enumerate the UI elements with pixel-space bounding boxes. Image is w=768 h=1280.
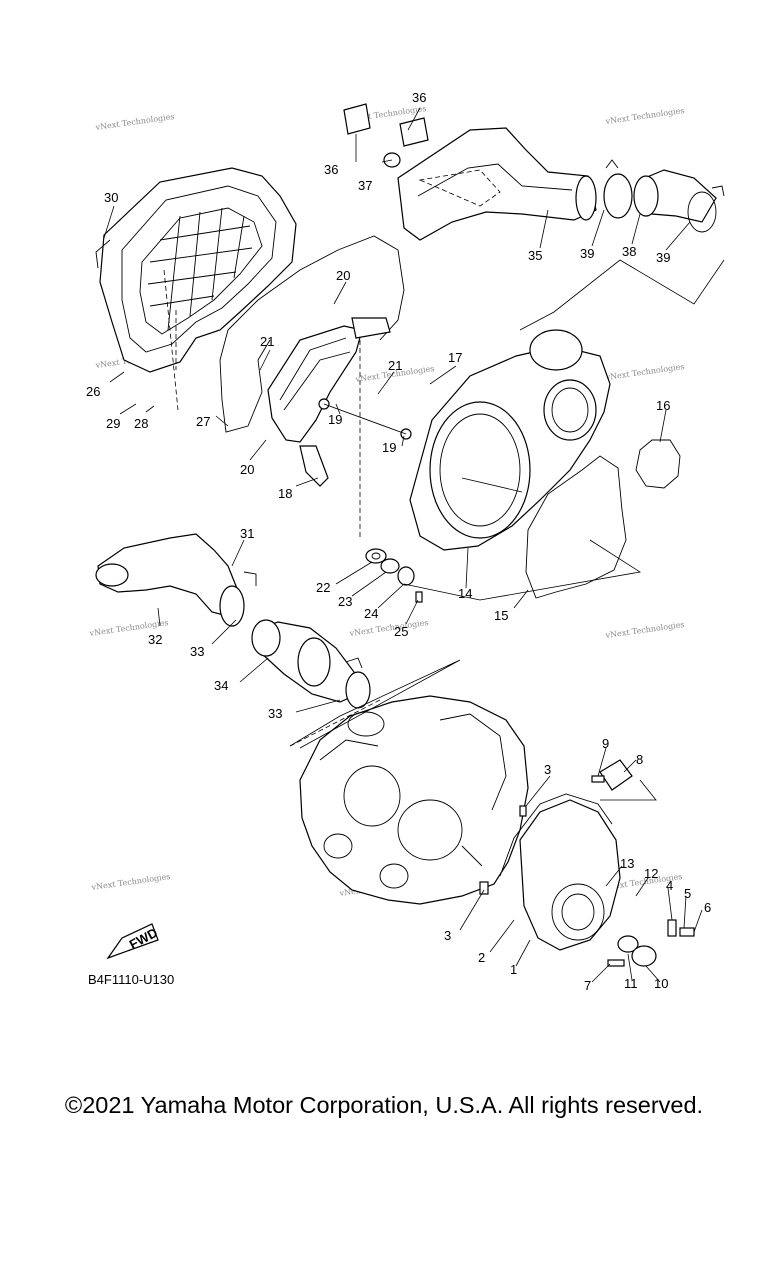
callout: 34 xyxy=(214,678,228,693)
callout: 24 xyxy=(364,606,378,621)
callout: 38 xyxy=(622,244,636,259)
outer-clutch-cover xyxy=(95,167,297,411)
callout: 31 xyxy=(240,526,254,541)
callout: 2 xyxy=(478,950,485,965)
crankcase-gasket xyxy=(525,455,627,599)
fwd-arrow-icon: FWD xyxy=(106,923,160,960)
callout: 1 xyxy=(510,962,517,977)
duct-clip-parts xyxy=(343,103,429,168)
leader-lines xyxy=(103,107,725,983)
callout: 18 xyxy=(278,486,292,501)
diagram-code: B4F1110-U130 xyxy=(88,972,175,987)
o-ring-gasket xyxy=(635,439,681,489)
intake-duct xyxy=(397,127,597,241)
cover-gasket xyxy=(219,235,405,433)
watermark-text: vNext Technologies xyxy=(94,112,175,132)
callout: 17 xyxy=(448,350,462,365)
callout: 37 xyxy=(358,178,372,193)
callout: 27 xyxy=(196,414,210,429)
watermark-text: vNext Technologies xyxy=(604,362,685,382)
crankcase xyxy=(289,695,529,905)
fwd-label: FWD xyxy=(127,925,160,952)
callout: 16 xyxy=(656,398,670,413)
callout: 10 xyxy=(654,976,668,991)
callout: 29 xyxy=(106,416,120,431)
watermark-text: vNext Technologies xyxy=(90,872,171,892)
watermark-text: vNext Technologies xyxy=(348,618,429,638)
callout: 25 xyxy=(394,624,408,639)
callout: 33 xyxy=(268,706,282,721)
watermark-text: vNext Technologies xyxy=(604,106,685,126)
bearing-parts xyxy=(365,548,423,603)
callout: 4 xyxy=(666,878,673,893)
callout: 28 xyxy=(134,416,148,431)
callout: 21 xyxy=(388,358,402,373)
callout: 11 xyxy=(624,976,638,991)
stator-cover xyxy=(479,759,695,967)
callout: 39 xyxy=(656,250,670,265)
callout: 33 xyxy=(190,644,204,659)
callout: 8 xyxy=(636,752,643,767)
callout: 36 xyxy=(324,162,338,177)
callout: 30 xyxy=(104,190,118,205)
watermark-text: vNext Technologies xyxy=(604,620,685,640)
inner-clutch-cover xyxy=(409,329,611,551)
callout: 3 xyxy=(544,762,551,777)
callout: 14 xyxy=(458,586,472,601)
callout: 12 xyxy=(644,866,658,881)
duct-joint-and-clamps xyxy=(603,159,725,233)
callout: 20 xyxy=(336,268,350,283)
callout: 19 xyxy=(382,440,396,455)
callout: 21 xyxy=(260,334,274,349)
callout: 32 xyxy=(148,632,162,647)
callout: 19 xyxy=(328,412,342,427)
callout: 6 xyxy=(704,900,711,915)
callout: 20 xyxy=(240,462,254,477)
callout-numbers: 1 2 3 3 4 5 6 7 8 9 10 11 12 13 14 15 16… xyxy=(86,90,711,993)
callout: 26 xyxy=(86,384,100,399)
callout: 7 xyxy=(584,978,591,993)
callout: 5 xyxy=(684,886,691,901)
callout: 15 xyxy=(494,608,508,623)
callout: 35 xyxy=(528,248,542,263)
callout: 22 xyxy=(316,580,330,595)
callout: 36 xyxy=(412,90,426,105)
bracket-assembly xyxy=(267,317,412,540)
callout: 9 xyxy=(602,736,609,751)
lower-intake-duct xyxy=(95,533,371,709)
callout: 3 xyxy=(444,928,451,943)
callout: 23 xyxy=(338,594,352,609)
callout: 39 xyxy=(580,246,594,261)
copyright-notice: ©2021 Yamaha Motor Corporation, U.S.A. A… xyxy=(64,1092,704,1118)
callout: 13 xyxy=(620,856,634,871)
